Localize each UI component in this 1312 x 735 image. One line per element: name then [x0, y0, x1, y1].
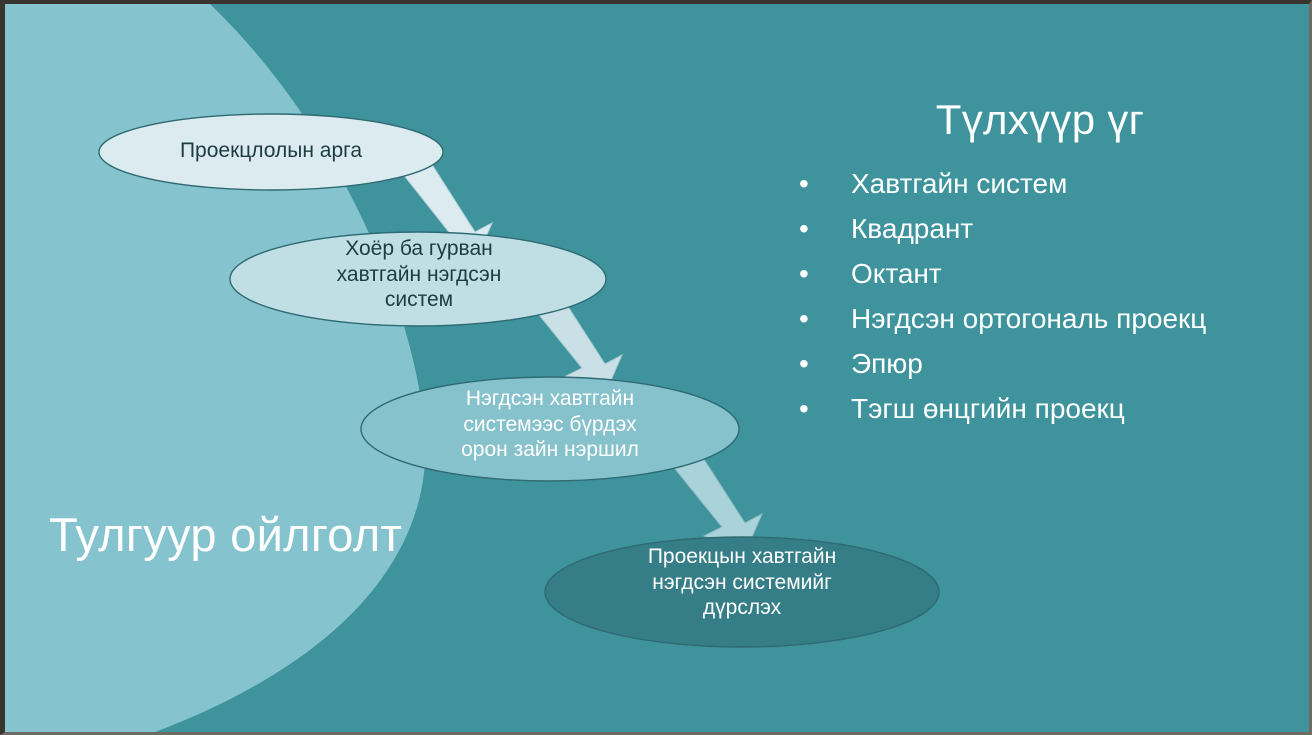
keyword-list-item: • Эпюр	[785, 346, 1295, 381]
keyword-label: Нэгдсэн ортогональ проекц	[851, 303, 1207, 334]
section-title: Тулгуур ойлголт	[49, 508, 403, 561]
keyword-list-item: • Тэгш өнцгийн проекц	[785, 391, 1295, 426]
keyword-panel-heading: Түлхүүр үг	[935, 96, 1145, 143]
bullet-icon: •	[799, 348, 809, 379]
keyword-label: Эпюр	[851, 348, 923, 379]
keyword-list-item: • Квадрант	[785, 211, 1295, 246]
keyword-list-item: • Октант	[785, 256, 1295, 291]
bullet-icon: •	[799, 168, 809, 199]
bullet-icon: •	[799, 213, 809, 244]
bullet-icon: •	[799, 303, 809, 334]
keyword-label: Хавтгайн систем	[851, 168, 1068, 199]
keyword-label: Октант	[851, 258, 942, 289]
bullet-icon: •	[799, 258, 809, 289]
keyword-list-item: • Хавтгайн систем	[785, 166, 1295, 201]
keyword-list: • Хавтгайн систем • Квадрант • Октант • …	[785, 166, 1295, 426]
keyword-panel: Түлхүүр үг • Хавтгайн систем • Квадрант …	[785, 96, 1295, 436]
keyword-list-item: • Нэгдсэн ортогональ проекц	[785, 301, 1295, 336]
bullet-icon: •	[799, 393, 809, 424]
keyword-label: Тэгш өнцгийн проекц	[851, 393, 1125, 424]
keyword-label: Квадрант	[851, 213, 974, 244]
